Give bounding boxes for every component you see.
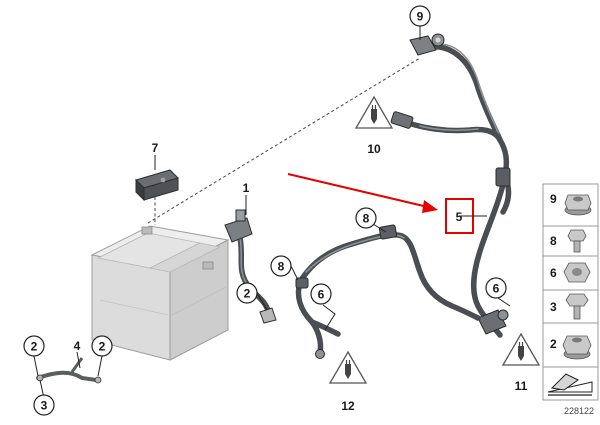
plug-icon	[371, 109, 377, 124]
callout-8b: 8	[270, 255, 292, 277]
callout-10: 10	[367, 142, 381, 156]
callout-3: 3	[33, 394, 55, 416]
screw-icon	[565, 293, 589, 320]
callout-2a: 2	[23, 335, 45, 357]
leader-8b	[290, 265, 299, 281]
svg-text:6: 6	[318, 288, 325, 302]
callout-6a: 6	[310, 283, 332, 305]
diagram-id: 228122	[564, 406, 594, 416]
leader-6b	[497, 297, 511, 307]
callout-2b: 2	[236, 282, 258, 304]
callout-11: 11	[515, 379, 528, 393]
parts-item-3-number: 3	[550, 300, 557, 314]
battery-terminal-positive	[202, 261, 214, 270]
warning-triangle-11	[501, 332, 541, 366]
callout-2c: 2	[91, 335, 113, 357]
parts-item-2-number: 2	[550, 337, 557, 351]
svg-text:6: 6	[493, 282, 500, 296]
callout-8a: 8	[355, 207, 377, 229]
leader-6a	[322, 304, 336, 331]
callout-5: 5	[456, 210, 463, 224]
battery	[90, 225, 230, 361]
svg-text:2: 2	[99, 340, 106, 354]
plug-icon	[345, 364, 351, 379]
svg-text:3: 3	[41, 399, 48, 413]
wedge-tool-icon	[547, 373, 593, 396]
callout-1: 1	[243, 181, 250, 195]
highlight-arrow	[287, 173, 433, 209]
svg-text:8: 8	[363, 212, 370, 226]
plug-icon	[518, 346, 524, 361]
dashed-line-battery-to-9	[147, 57, 421, 224]
parts-item-9-number: 9	[550, 192, 557, 206]
bracket-part-4	[36, 357, 102, 384]
svg-text:2: 2	[244, 287, 251, 301]
bolt-icon	[567, 229, 587, 253]
highlight-arrowhead	[422, 200, 438, 213]
main-battery-cable	[390, 33, 512, 338]
module-part-7	[135, 169, 179, 202]
callout-12: 12	[341, 399, 355, 413]
warning-triangle-10	[354, 95, 394, 129]
leader-8a	[372, 223, 387, 233]
warning-triangle-12	[328, 350, 368, 384]
parts-item-8-number: 8	[550, 234, 557, 248]
parts-panel: 9 8 6 3 2	[542, 183, 599, 401]
callout-6b: 6	[485, 277, 507, 299]
leader-4	[76, 351, 81, 369]
svg-text:2: 2	[31, 340, 38, 354]
terminal-clamp-part-1	[224, 209, 277, 324]
svg-text:8: 8	[278, 260, 285, 274]
leader-2a	[33, 355, 39, 377]
leader-2b	[256, 292, 268, 311]
collar-nut-icon	[562, 335, 592, 360]
callout-7: 7	[152, 141, 159, 155]
leader-2c	[97, 355, 103, 377]
nut-flange-icon	[564, 194, 592, 216]
nut-icon	[563, 262, 591, 283]
parts-item-6-number: 6	[550, 266, 557, 280]
svg-text:9: 9	[417, 10, 424, 24]
callout-4: 4	[74, 339, 81, 353]
battery-terminal-negative	[141, 226, 153, 235]
callout-9: 9	[409, 5, 431, 27]
